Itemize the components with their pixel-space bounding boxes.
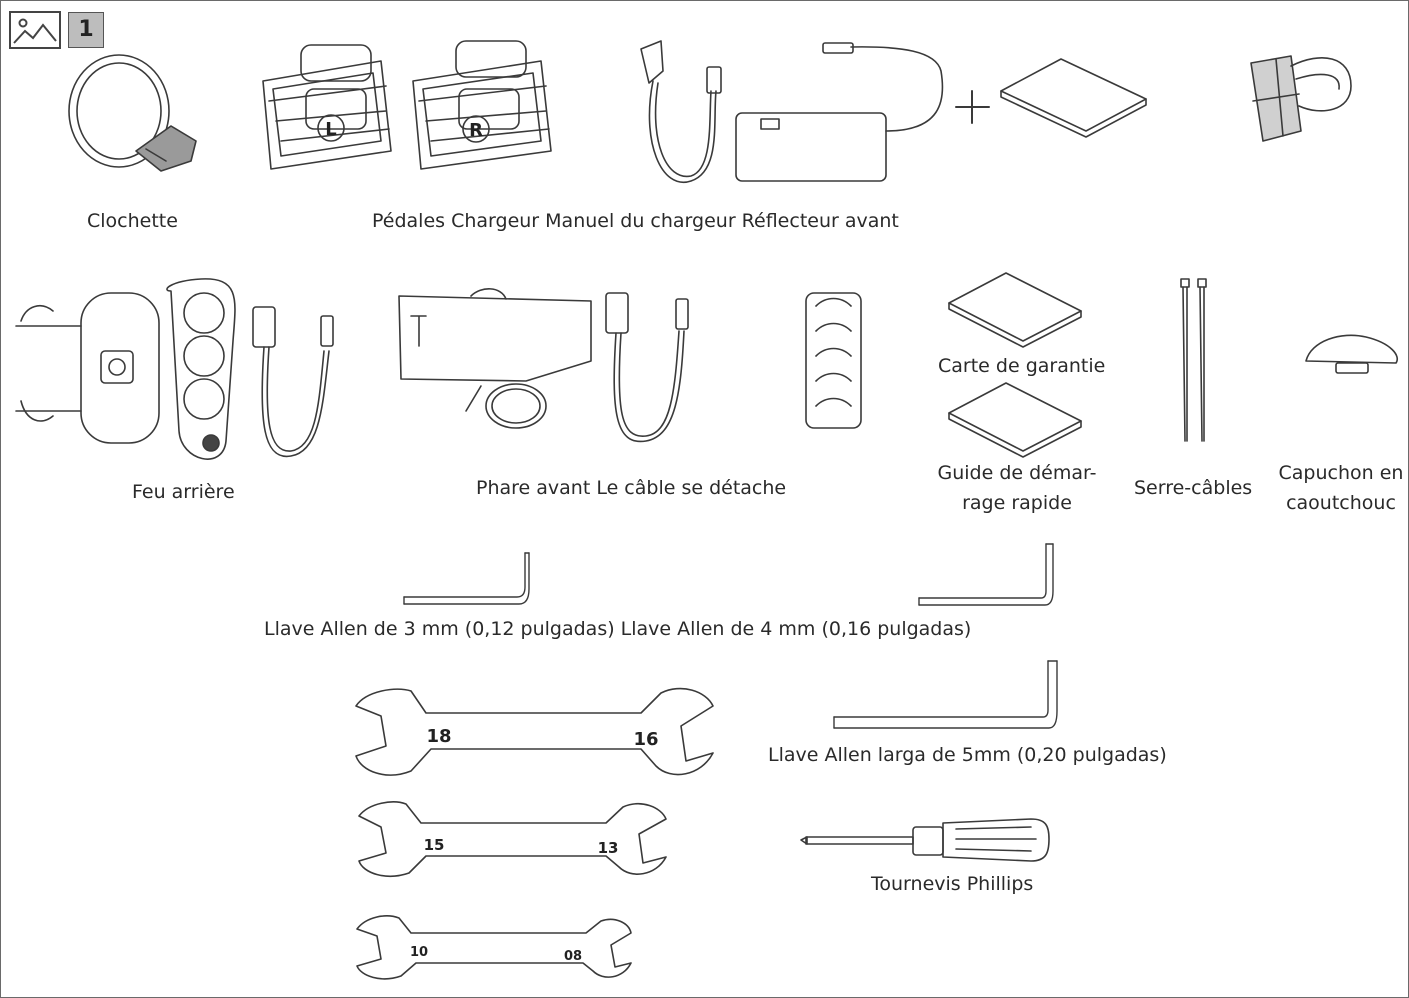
front-reflector-illustration (1250, 55, 1352, 142)
detachable-cable-illustration (605, 292, 689, 443)
rubber-cap-label: Capuchon en caoutchouc (1271, 458, 1408, 518)
allen-key-3mm-illustration (403, 552, 530, 605)
screwdriver-illustration (800, 818, 1050, 862)
pedal-left-letter: L (325, 119, 336, 140)
plus-icon (955, 90, 990, 124)
quick-start-label-line1: Guide de démar- (937, 462, 1097, 484)
allen-key-5mm-illustration (833, 660, 1058, 729)
pedal-right-illustration (412, 40, 552, 170)
screwdriver-label: Tournevis Phillips (871, 873, 1034, 895)
warranty-label: Carte de garantie (938, 355, 1106, 377)
step-badge: 1 (68, 12, 104, 48)
allen-keys-label: Llave Allen de 3 mm (0,12 pulgadas) Llav… (264, 618, 972, 640)
quick-start-label: Guide de démar- rage rapide (927, 458, 1107, 518)
wrench-15-13-illustration (358, 801, 667, 877)
wrench-3-left-size: 10 (410, 945, 428, 960)
wrench-2-left-size: 15 (424, 836, 445, 854)
headlight-illustration (398, 288, 592, 429)
wrench-18-16-illustration (355, 687, 714, 776)
image-icon[interactable] (9, 11, 61, 49)
bell-label: Clochette (87, 210, 178, 232)
rubber-cap-illustration (1305, 334, 1398, 374)
usb-cable-illustration (252, 306, 334, 458)
wrench-2-right-size: 13 (598, 839, 619, 857)
warranty-card-illustration (948, 272, 1082, 342)
rubber-cap-label-line2: caoutchouc (1286, 492, 1396, 514)
wrench-1-left-size: 18 (426, 726, 451, 747)
tail-light-illustration (15, 278, 236, 460)
row1-label: Pédales Chargeur Manuel du chargeur Réfl… (372, 210, 899, 232)
allen-key-4mm-illustration (918, 543, 1054, 606)
wrench-1-right-size: 16 (633, 729, 658, 750)
wrench-3-right-size: 08 (564, 949, 582, 964)
wrench-10-08-illustration (356, 915, 632, 980)
rubber-cap-label-line1: Capuchon en (1278, 462, 1404, 484)
zip-ties-illustration (1180, 278, 1207, 442)
manual-card-illustration (1000, 58, 1147, 132)
headlight-label: Phare avant Le câble se détache (476, 477, 787, 499)
pedal-left-illustration (262, 44, 392, 170)
pedal-right-letter: R (469, 120, 483, 141)
zip-ties-label: Serre-câbles (1134, 477, 1253, 499)
quick-start-card-illustration (948, 382, 1082, 452)
spacer-strip-illustration (805, 292, 862, 429)
allen-key-5mm-label: Llave Allen larga de 5mm (0,20 pulgadas) (768, 744, 1167, 766)
quick-start-label-line2: rage rapide (962, 492, 1072, 514)
bell-illustration (68, 54, 197, 172)
tail-light-label: Feu arrière (132, 481, 235, 503)
charger-illustration (640, 40, 944, 184)
